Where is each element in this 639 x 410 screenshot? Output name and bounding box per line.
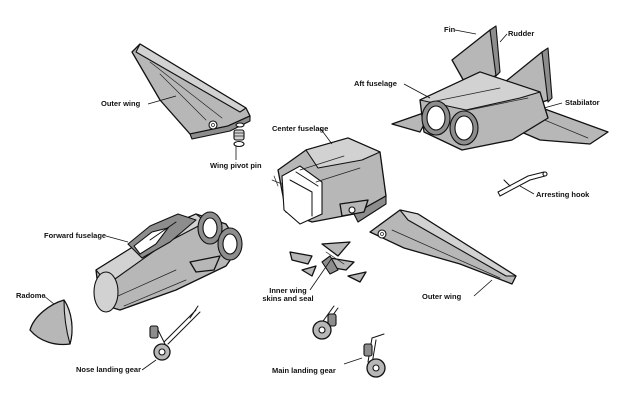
label-outer-wing-bottom: Outer wing (422, 292, 462, 301)
nose-landing-gear-part (149, 305, 201, 361)
main-landing-gear-part (312, 305, 386, 378)
outer-wing-top-part (131, 43, 251, 140)
forward-fuselage-part (93, 211, 243, 313)
label-main-landing-gear: Main landing gear (272, 366, 336, 375)
label-aft-fuselage: Aft fuselage (354, 79, 397, 88)
label-inner-wing-line2: skins and seal (262, 294, 314, 303)
label-wing-pivot-pin: Wing pivot pin (210, 161, 262, 170)
wing-pivot-pin-part (233, 122, 245, 148)
label-center-fuselage: Center fuselage (272, 124, 329, 133)
radome-part (29, 299, 73, 346)
label-fin: Fin (444, 25, 456, 34)
label-arresting-hook: Arresting hook (536, 190, 590, 199)
arresting-hook-part (497, 171, 548, 197)
inner-wing-skins-part (289, 241, 367, 283)
outer-wing-bottom-part (369, 209, 517, 285)
label-forward-fuselage: Forward fuselage (44, 231, 107, 240)
center-fuselage-part (271, 137, 387, 225)
leader-lines (43, 29, 563, 371)
label-stabilator: Stabilator (565, 98, 600, 107)
label-outer-wing-top: Outer wing (101, 99, 141, 108)
label-inner-wing-skins: Inner wing skins and seal (258, 287, 318, 303)
label-radome: Radome (16, 291, 46, 300)
label-rudder: Rudder (508, 29, 535, 38)
aft-fuselage-part (391, 25, 609, 151)
label-inner-wing-line1: Inner wing (269, 286, 307, 295)
label-nose-landing-gear: Nose landing gear (76, 365, 142, 374)
